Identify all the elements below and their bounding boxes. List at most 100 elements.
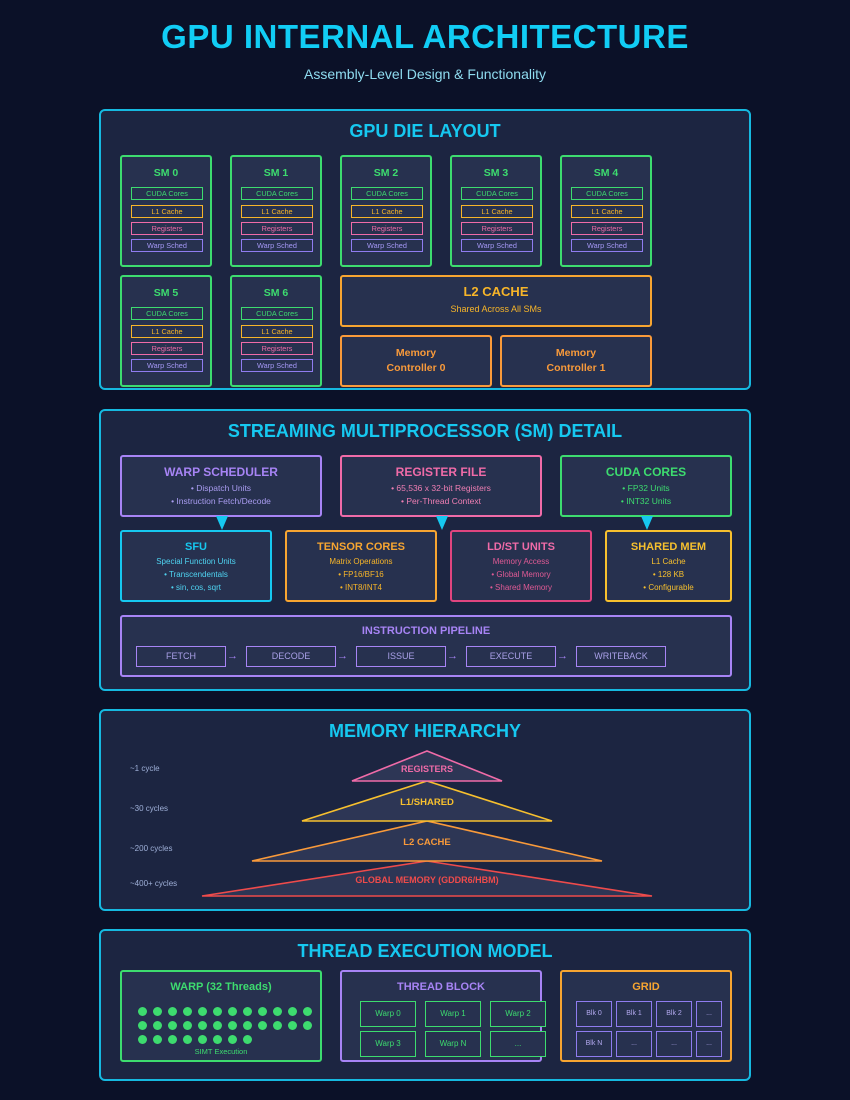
page-subtitle: Assembly-Level Design & Functionality	[304, 66, 546, 82]
grid-block-cell: ...	[656, 1031, 692, 1057]
thread-dot	[183, 1007, 192, 1016]
tier-label-l2-cache: L2 CACHE	[403, 837, 451, 848]
tier-label-l1-shared: L1/SHARED	[400, 797, 454, 808]
sm-cuda-cores: CUDA Cores	[571, 187, 643, 200]
thread-dot	[258, 1007, 267, 1016]
sm-cuda-cores: CUDA Cores	[131, 307, 203, 320]
register-file-line: • 65,536 x 32-bit Registers	[391, 483, 491, 493]
sfu-line: • Transcendentals	[164, 570, 228, 579]
shared-mem-title: SHARED MEM	[630, 541, 707, 553]
die-layout-title: GPU DIE LAYOUT	[349, 121, 501, 141]
tier-label-global-memory: GLOBAL MEMORY (GDDR6/HBM)	[355, 875, 499, 885]
arrow-right-icon: →	[557, 650, 568, 662]
thread-dot	[183, 1021, 192, 1030]
latency-label: ~30 cycles	[130, 804, 169, 813]
ldst-units-line: • Shared Memory	[490, 583, 552, 592]
thread-dot	[303, 1007, 312, 1016]
ldst-units-line: Memory Access	[492, 557, 550, 566]
sm-l1-cache: L1 Cache	[241, 325, 313, 338]
grid-block-cell: Blk 2	[656, 1001, 692, 1027]
sfu-line: Special Function Units	[156, 557, 236, 566]
grid-block-cell: ...	[616, 1031, 652, 1057]
sm-label: SM 5	[153, 287, 179, 299]
sm-l1-cache: L1 Cache	[461, 205, 533, 218]
warp-block: WARP (32 Threads) SIMT Execution	[120, 970, 322, 1062]
tensor-cores-line: Matrix Operations	[329, 557, 393, 566]
sm-warp-sched: Warp Sched	[131, 359, 203, 372]
sm-l1-cache: L1 Cache	[131, 205, 203, 218]
sm-card-1: SM 1 CUDA Cores L1 Cache Registers Warp …	[230, 155, 322, 267]
sm-l1-cache: L1 Cache	[241, 205, 313, 218]
tier-label-registers: REGISTERS	[400, 764, 453, 774]
sm-cuda-cores: CUDA Cores	[461, 187, 533, 200]
shared-mem-block: SHARED MEM L1 Cache • 128 KB • Configura…	[605, 530, 732, 602]
arrow-right-icon: →	[227, 650, 238, 662]
thread-dot	[228, 1021, 237, 1030]
sm-warp-sched: Warp Sched	[461, 239, 533, 252]
cuda-cores-block: CUDA CORES • FP32 Units • INT32 Units	[560, 455, 732, 517]
sm-registers: Registers	[131, 342, 203, 355]
sm-card-6: SM 6 CUDA Cores L1 Cache Registers Warp …	[230, 275, 322, 387]
pipeline-stage-issue: ISSUE	[356, 646, 446, 667]
shared-mem-line: • 128 KB	[652, 570, 685, 579]
thread-dot	[138, 1007, 147, 1016]
ldst-units-block: LD/ST UNITS Memory Access • Global Memor…	[450, 530, 592, 602]
sm-card-3: SM 3 CUDA Cores L1 Cache Registers Warp …	[450, 155, 542, 267]
memory-controller-line: Controller 0	[386, 362, 446, 374]
grid-block-cell: Blk 1	[616, 1001, 652, 1027]
thread-model-title: THREAD EXECUTION MODEL	[297, 941, 553, 961]
thread-dot	[243, 1007, 252, 1016]
sm-registers: Registers	[131, 222, 203, 235]
warp-cell: Warp N	[425, 1031, 481, 1057]
warp-cell: Warp 0	[360, 1001, 416, 1027]
sm-registers: Registers	[571, 222, 643, 235]
sm-l1-cache: L1 Cache	[131, 325, 203, 338]
thread-dot	[183, 1035, 192, 1044]
thread-dot	[273, 1007, 282, 1016]
sm-registers: Registers	[461, 222, 533, 235]
sm-label: SM 3	[483, 167, 509, 179]
thread-dot	[138, 1021, 147, 1030]
memory-controller-1: Memory Controller 1	[500, 335, 652, 387]
sm-card-2: SM 2 CUDA Cores L1 Cache Registers Warp …	[340, 155, 432, 267]
sm-card-0: SM 0 CUDA Cores L1 Cache Registers Warp …	[120, 155, 212, 267]
sm-warp-sched: Warp Sched	[351, 239, 423, 252]
down-arrow-icon	[436, 516, 448, 530]
grid-block: GRID Blk 0 Blk 1 Blk 2 ... Blk N ... ...…	[560, 970, 732, 1062]
thread-dot	[213, 1035, 222, 1044]
latency-label: ~1 cycle	[130, 764, 160, 773]
sm-detail-title: STREAMING MULTIPROCESSOR (SM) DETAIL	[227, 421, 623, 441]
memory-hierarchy-panel: MEMORY HIERARCHY REGISTERS L1/SHARED L2 …	[99, 709, 751, 911]
sm-label: SM 1	[263, 167, 289, 179]
sm-l1-cache: L1 Cache	[571, 205, 643, 218]
arrow-right-icon: →	[337, 650, 348, 662]
thread-dot	[243, 1035, 252, 1044]
thread-block-title: THREAD BLOCK	[397, 981, 485, 993]
thread-dot	[168, 1035, 177, 1044]
tensor-cores-line: • FP16/BF16	[338, 570, 384, 579]
register-file-line: • Per-Thread Context	[401, 496, 481, 506]
sm-registers: Registers	[241, 342, 313, 355]
cuda-cores-title: CUDA CORES	[605, 465, 687, 479]
shared-mem-line: L1 Cache	[651, 557, 686, 566]
thread-dot	[198, 1007, 207, 1016]
tier-registers	[351, 750, 503, 782]
die-layout-panel: GPU DIE LAYOUT SM 0 CUDA Cores L1 Cache …	[99, 109, 751, 390]
warp-cell: Warp 2	[490, 1001, 546, 1027]
memory-controller-line: Memory	[555, 347, 597, 359]
register-file-block: REGISTER FILE • 65,536 x 32-bit Register…	[340, 455, 542, 517]
thread-dot	[228, 1035, 237, 1044]
sm-cuda-cores: CUDA Cores	[131, 187, 203, 200]
memory-controller-0: Memory Controller 0	[340, 335, 492, 387]
sm-cuda-cores: CUDA Cores	[241, 307, 313, 320]
sm-cuda-cores: CUDA Cores	[241, 187, 313, 200]
sm-l1-cache: L1 Cache	[351, 205, 423, 218]
sm-card-5: SM 5 CUDA Cores L1 Cache Registers Warp …	[120, 275, 212, 387]
warp-scheduler-block: WARP SCHEDULER • Dispatch Units • Instru…	[120, 455, 322, 517]
sm-warp-sched: Warp Sched	[241, 239, 313, 252]
thread-dot	[153, 1021, 162, 1030]
thread-dot	[213, 1007, 222, 1016]
down-arrow-icon	[641, 516, 653, 530]
grid-block-cell: ...	[696, 1031, 722, 1057]
sm-label: SM 0	[153, 167, 179, 179]
